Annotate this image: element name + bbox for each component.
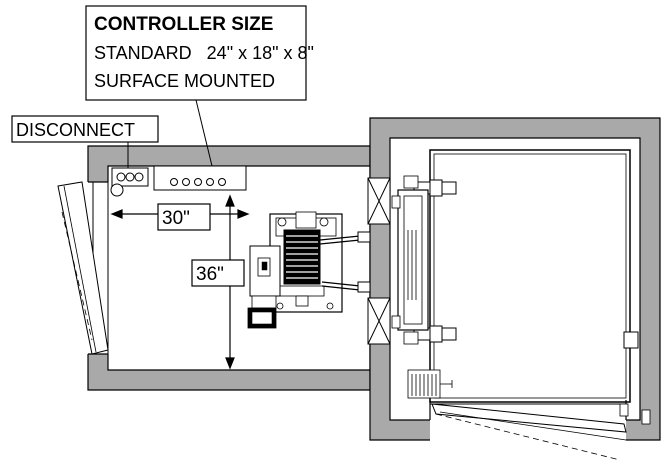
- wall-brace-blocks: [367, 177, 391, 345]
- disconnect-label-box: [11, 115, 159, 143]
- controller-size-mounting: SURFACE MOUNTED: [94, 71, 275, 91]
- disconnect-switch: [110, 167, 149, 197]
- hoistway-door: [431, 403, 627, 461]
- controller-size-standard: STANDARD 24" x 18" x 8": [94, 43, 314, 63]
- elevator-car: [413, 149, 651, 425]
- machine-room-door: [57, 181, 109, 355]
- width-dimension-box: [157, 203, 211, 231]
- controller-size-callout: [85, 5, 307, 101]
- car-sling-assembly: [391, 175, 429, 345]
- controller-unit: [153, 165, 247, 191]
- depth-dimension-label: 36": [196, 264, 224, 285]
- hydraulic-pump-unit: [247, 211, 371, 329]
- controller-leader: [195, 99, 213, 167]
- dimension-depth-line: [225, 194, 235, 370]
- disconnect-label: DISCONNECT: [16, 120, 135, 140]
- controller-size-title: CONTROLLER SIZE: [94, 14, 273, 35]
- pit-ladder: [407, 369, 453, 399]
- depth-dimension-box: [191, 259, 245, 287]
- width-dimension-label: 30": [162, 208, 190, 229]
